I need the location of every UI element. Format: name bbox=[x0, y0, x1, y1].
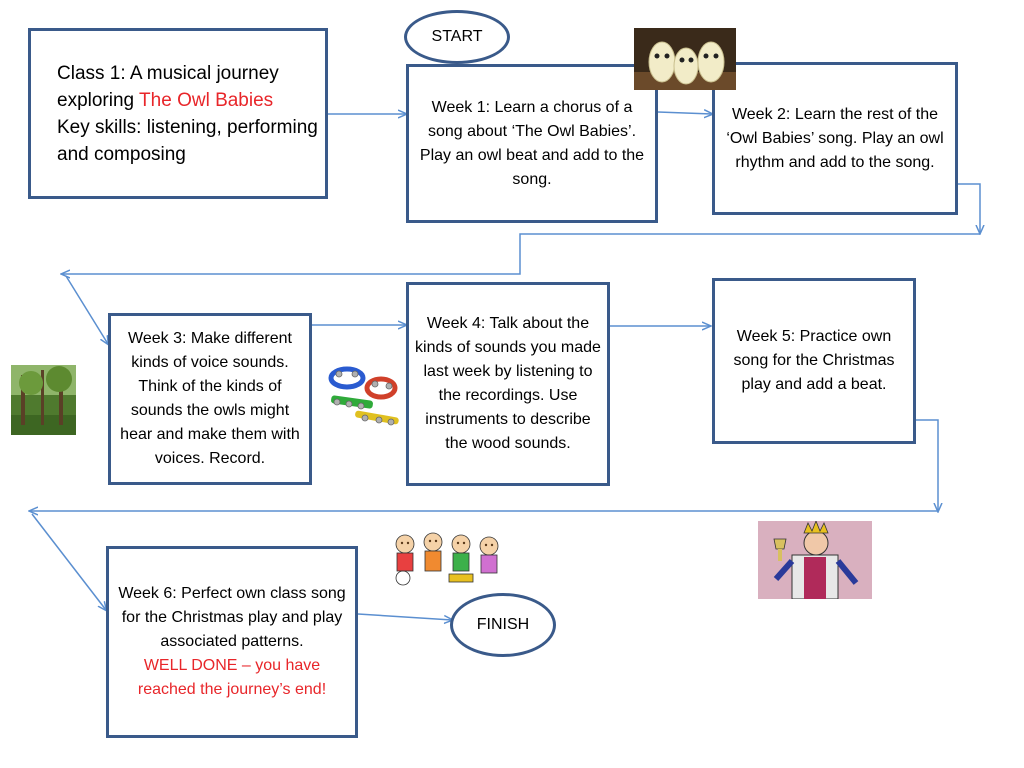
week-5-text: Week 5: Practice own song for the Christ… bbox=[733, 328, 895, 393]
week-4-text: Week 4: Talk about the kinds of sounds y… bbox=[415, 315, 601, 452]
start-oval: START bbox=[404, 10, 510, 64]
week-6-box: Week 6: Perfect own class song for the C… bbox=[106, 546, 358, 738]
title-highlight: The Owl Babies bbox=[139, 89, 274, 111]
week-1-text: Week 1: Learn a chorus of a song about ‘… bbox=[419, 98, 645, 188]
arrow-to-week6 bbox=[31, 513, 106, 610]
week-6-highlight: WELL DONE – you have reached the journey… bbox=[137, 657, 327, 698]
week-6-text: Week 6: Perfect own class song for the C… bbox=[118, 585, 346, 650]
week-5-box: Week 5: Practice own song for the Christ… bbox=[712, 278, 916, 444]
arrow-row1-return bbox=[62, 233, 980, 274]
week-1-box: Week 1: Learn a chorus of a song about ‘… bbox=[406, 64, 658, 223]
arrow-week6-to-finish bbox=[357, 613, 452, 620]
arrow-week1-to-week2 bbox=[657, 112, 712, 114]
title-line1: Class 1: A musical journey exploring bbox=[57, 62, 279, 111]
jingle-bells-picture bbox=[328, 366, 399, 426]
king-picture bbox=[758, 521, 872, 599]
owl-babies-picture bbox=[634, 28, 736, 90]
arrow-week5-down bbox=[916, 419, 938, 511]
title-line2: Key skills: listening, performing and co… bbox=[57, 116, 318, 165]
week-2-text: Week 2: Learn the rest of the ‘Owl Babie… bbox=[726, 105, 944, 171]
finish-label: FINISH bbox=[476, 616, 530, 633]
week-2-box: Week 2: Learn the rest of the ‘Owl Babie… bbox=[712, 62, 958, 215]
arrow-week2-down bbox=[958, 183, 980, 233]
start-label: START bbox=[431, 28, 483, 45]
children-instruments-picture bbox=[395, 532, 499, 586]
title-box: Class 1: A musical journey exploring The… bbox=[28, 28, 328, 199]
week-3-box: Week 3: Make different kinds of voice so… bbox=[108, 313, 312, 485]
week-4-box: Week 4: Talk about the kinds of sounds y… bbox=[406, 282, 610, 486]
woodland-picture bbox=[11, 365, 76, 435]
finish-oval: FINISH bbox=[450, 593, 556, 657]
arrow-to-week3 bbox=[65, 275, 108, 344]
week-3-text: Week 3: Make different kinds of voice so… bbox=[120, 330, 300, 467]
